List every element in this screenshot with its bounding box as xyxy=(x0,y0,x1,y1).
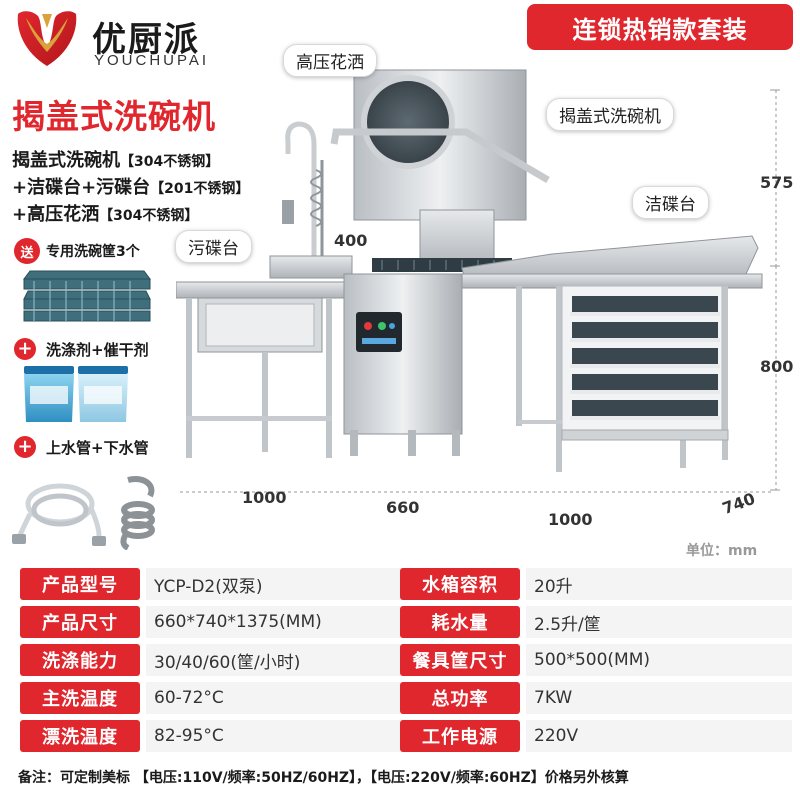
spec-line-2: +洁碟台+污碟台【201不锈钢】 xyxy=(12,173,249,199)
detergent-label: 洗涤剂+催干剂 xyxy=(46,341,149,359)
unit-note: 单位：mm xyxy=(686,543,758,559)
plus-icon: + xyxy=(14,436,36,458)
spec-key: 主洗温度 xyxy=(20,682,140,714)
spec-row: 洗涤能力 30/40/60(筐/小时) 餐具筐尺寸 500*500(MM) xyxy=(14,641,792,679)
spec-line-note: 【304不锈钢】 xyxy=(120,154,220,170)
spec-key: 餐具筐尺寸 xyxy=(400,644,520,676)
spec-key: 产品尺寸 xyxy=(20,606,140,638)
brand-name-en: YOUCHUPAI xyxy=(94,52,210,69)
callout-clean-table: 洁碟台 xyxy=(632,186,709,219)
spec-value: YCP-D2(双泵) xyxy=(146,568,402,600)
spec-line-3: +高压花洒【304不锈钢】 xyxy=(12,200,198,226)
spec-key: 总功率 xyxy=(400,682,520,714)
spec-line-text: 揭盖式洗碗机 xyxy=(12,150,120,171)
brand-logo-icon xyxy=(17,11,77,66)
spec-key: 产品型号 xyxy=(20,568,140,600)
spec-value: 220V xyxy=(526,720,792,752)
dimension-1000-right: 1000 xyxy=(548,510,593,529)
hoses-image xyxy=(12,476,155,550)
spec-row: 漂洗温度 82-95°C 工作电源 220V xyxy=(14,717,792,755)
dimension-660: 660 xyxy=(386,498,420,517)
spec-value: 7KW xyxy=(526,682,792,714)
callout-sprayer: 高压花洒 xyxy=(283,44,377,77)
gift-icon: 送 xyxy=(14,238,40,264)
spec-line-1: 揭盖式洗碗机【304不锈钢】 xyxy=(12,146,219,172)
page-title: 揭盖式洗碗机 xyxy=(12,97,216,136)
spec-value: 660*740*1375(MM) xyxy=(146,606,402,638)
spec-key: 漂洗温度 xyxy=(20,720,140,752)
dimension-1000-left: 1000 xyxy=(242,488,287,507)
plus-icon: + xyxy=(14,338,36,360)
pipes-label: 上水管+下水管 xyxy=(46,439,149,457)
spec-table: 产品型号 YCP-D2(双泵) 水箱容积 20升 产品尺寸 660*740*13… xyxy=(14,565,792,755)
dish-basket-image xyxy=(23,270,151,322)
spec-value: 2.5升/筐 xyxy=(526,606,792,638)
spec-row: 主洗温度 60-72°C 总功率 7KW xyxy=(14,679,792,717)
spec-line-note: 【304不锈钢】 xyxy=(99,208,199,224)
spec-row: 产品型号 YCP-D2(双泵) 水箱容积 20升 xyxy=(14,565,792,603)
spec-line-text: +高压花洒 xyxy=(12,204,100,225)
spec-value: 82-95°C xyxy=(146,720,402,752)
spec-value: 60-72°C xyxy=(146,682,402,714)
dimension-800: 800 xyxy=(760,357,794,376)
spec-key: 洗涤能力 xyxy=(20,644,140,676)
dimension-400: 400 xyxy=(334,231,368,250)
spec-value: 20升 xyxy=(526,568,792,600)
hot-sale-badge: 连锁热销款套装 xyxy=(527,4,793,50)
spec-value: 30/40/60(筐/小时) xyxy=(146,644,402,676)
detergent-buckets-image xyxy=(24,366,128,422)
callout-dishwasher: 揭盖式洗碗机 xyxy=(546,98,674,131)
dishwasher-set-image xyxy=(176,69,780,493)
spec-key: 工作电源 xyxy=(400,720,520,752)
brand-name-cn: 优厨派 xyxy=(92,20,200,60)
spec-key: 水箱容积 xyxy=(400,568,520,600)
spec-line-text: +洁碟台+污碟台 xyxy=(12,177,151,198)
spec-line-note: 【201不锈钢】 xyxy=(150,181,250,197)
spec-value: 500*500(MM) xyxy=(526,644,792,676)
spec-key: 耗水量 xyxy=(400,606,520,638)
callout-dirty-table: 污碟台 xyxy=(175,230,252,263)
footer-note: 备注：可定制美标 【电压:110V/频率:50HZ/60HZ】，【电压:220V… xyxy=(18,770,629,786)
dimension-575: 575 xyxy=(760,173,794,192)
spec-row: 产品尺寸 660*740*1375(MM) 耗水量 2.5升/筐 xyxy=(14,603,792,641)
gift-label: 专用洗碗筐3个 xyxy=(46,244,140,260)
